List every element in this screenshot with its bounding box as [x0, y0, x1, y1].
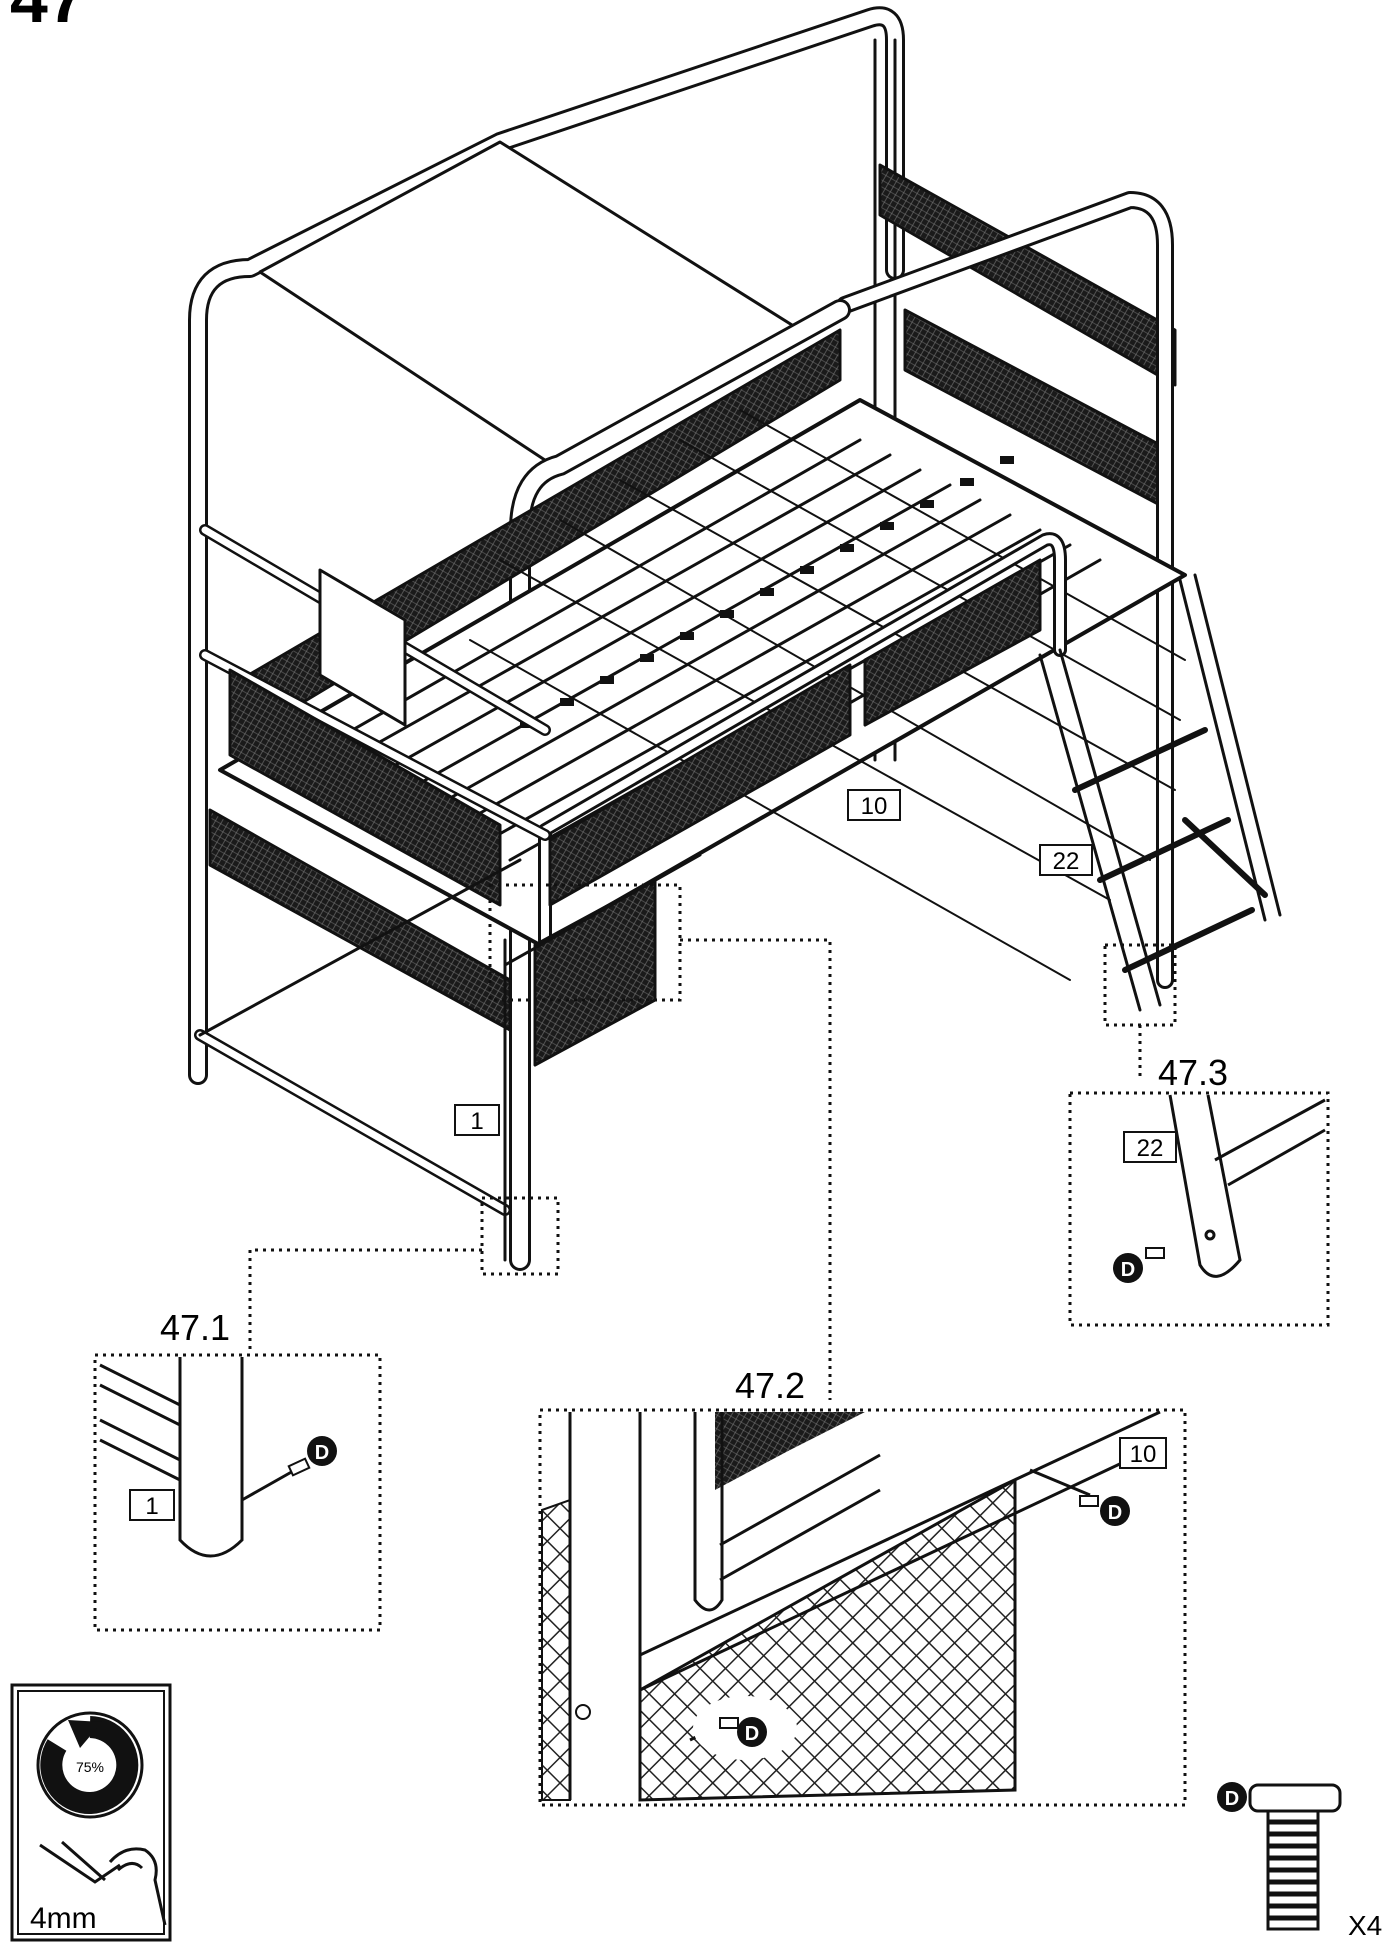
detail-47-2-title: 47.2	[735, 1365, 805, 1406]
part-label-post-text: 1	[470, 1108, 483, 1135]
circular-arrow-icon: 75%	[36, 1711, 144, 1819]
detail-47-3-title: 47.3	[1158, 1052, 1228, 1093]
part-label-ladder-text: 22	[1053, 848, 1080, 875]
detail-47-1-title: 47.1	[160, 1307, 230, 1348]
detail-47-1-screw-letter: D	[315, 1442, 329, 1464]
screw-icon: D	[693, 1696, 797, 1760]
part-label-ladder: 22	[1039, 844, 1093, 876]
step-number: 47	[10, 0, 86, 37]
detail-47-3-screw-letter: D	[1121, 1259, 1135, 1281]
detail-47-2-screw-letter-a: D	[1108, 1502, 1122, 1524]
part-label-rail: 10	[847, 789, 901, 821]
hardware-letter: D	[1225, 1788, 1239, 1810]
detail-47-2: 47.2 D D	[538, 1365, 1187, 1807]
hand-wrench-icon	[39, 1840, 167, 1926]
detail-47-3-part: 22	[1137, 1135, 1164, 1162]
detail-47-1-part: 1	[145, 1493, 158, 1520]
callout-connectors	[248, 883, 1177, 1400]
screw-icon: D	[1113, 1247, 1165, 1283]
part-label-rail-text: 10	[861, 793, 888, 820]
hardware-quantity: X4	[1348, 1910, 1382, 1941]
screw-icon	[1248, 1783, 1342, 1931]
detail-47-1: 47.1 D 1	[93, 1307, 382, 1632]
tool-box-torque: 75%	[76, 1759, 104, 1775]
screw-icon: D	[287, 1436, 337, 1477]
loft-bed-illustration	[188, 6, 1282, 1271]
detail-47-2-screw-letter-b: D	[745, 1723, 759, 1745]
detail-47-2-part: 10	[1130, 1441, 1157, 1468]
tool-box: 75% 4mm	[10, 1683, 172, 1942]
part-label-post: 1	[454, 1104, 500, 1136]
tool-box-size: 4mm	[30, 1902, 97, 1935]
screw-icon: D	[1079, 1495, 1130, 1526]
hardware-legend: D X4	[1217, 1782, 1382, 1941]
detail-47-3: 47.3 D 22	[1068, 1052, 1330, 1327]
